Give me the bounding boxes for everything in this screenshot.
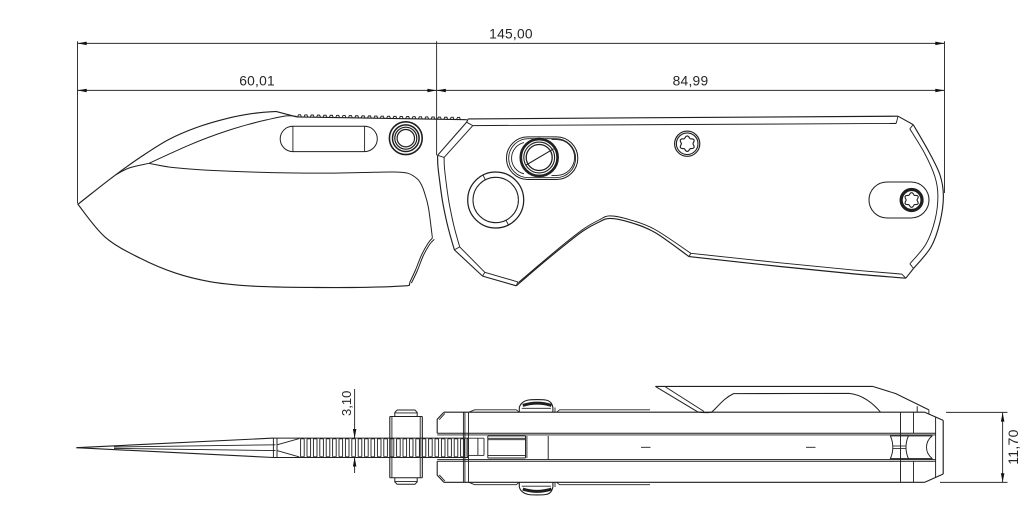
svg-text:84,99: 84,99: [673, 74, 709, 89]
svg-text:145,00: 145,00: [489, 27, 533, 42]
svg-text:11,70: 11,70: [1005, 429, 1021, 465]
svg-text:3,10: 3,10: [339, 391, 354, 416]
svg-text:60,01: 60,01: [239, 74, 275, 89]
